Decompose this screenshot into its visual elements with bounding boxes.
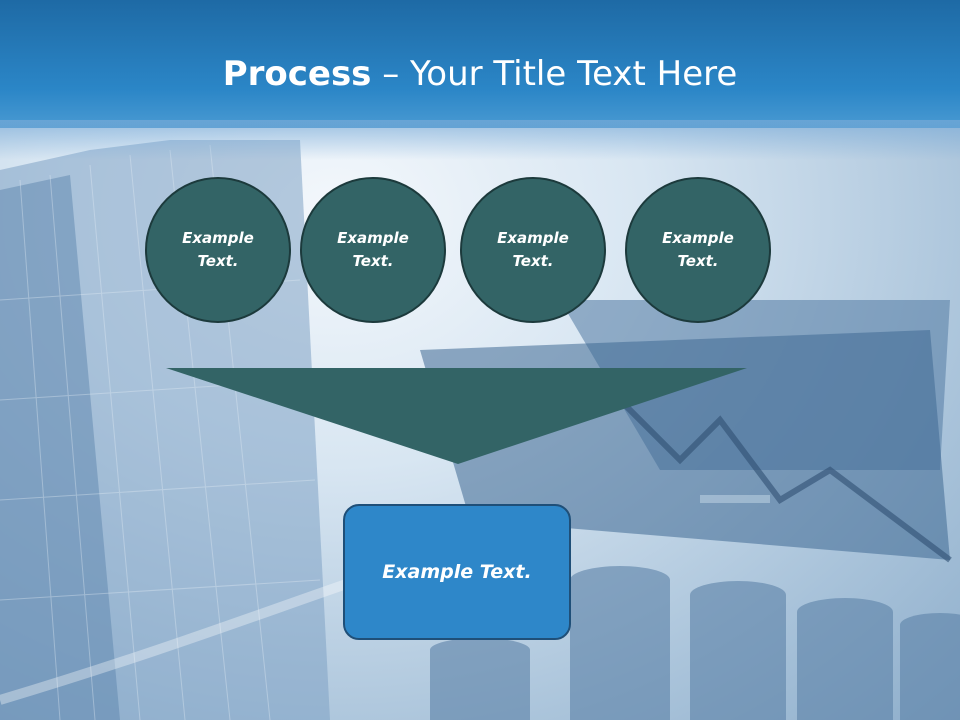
title-bar <box>0 0 960 128</box>
result-box[interactable]: Example Text. <box>343 504 571 640</box>
slide-title: Process – Your Title Text Here <box>0 52 960 96</box>
title-bar-fade <box>0 120 960 160</box>
process-step-3-label: Example Text. <box>497 229 569 270</box>
title-bold: Process <box>222 54 372 94</box>
funnel-shape <box>166 368 747 464</box>
process-step-4-label: Example Text. <box>662 229 734 270</box>
process-step-1[interactable]: Example Text. <box>145 177 291 323</box>
process-step-2-label: Example Text. <box>337 229 409 270</box>
result-box-label: Example Text. <box>382 561 532 583</box>
title-rest: – Your Title Text Here <box>371 54 738 94</box>
process-step-3[interactable]: Example Text. <box>460 177 606 323</box>
process-step-1-label: Example Text. <box>182 229 254 270</box>
process-step-4[interactable]: Example Text. <box>625 177 771 323</box>
process-step-2[interactable]: Example Text. <box>300 177 446 323</box>
